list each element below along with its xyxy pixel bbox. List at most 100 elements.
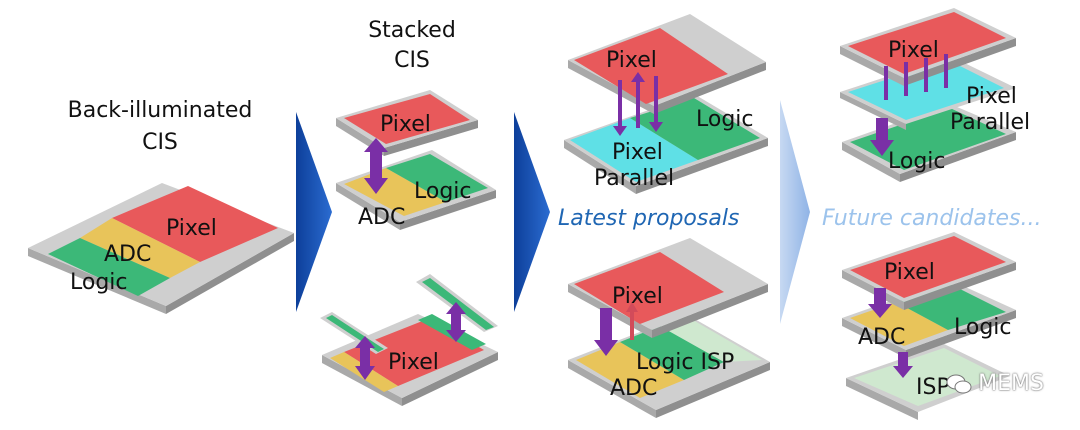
pixel-layer-side [904, 38, 1016, 86]
chevron-arrow-icon [514, 112, 550, 312]
title-stacked-line1: Stacked [368, 18, 456, 43]
label-logic: Logic [888, 149, 946, 174]
connection-arrow-icon [654, 76, 658, 126]
title-stacked-line2: CIS [394, 48, 430, 73]
substrate-side [564, 140, 636, 194]
pixel-region [848, 12, 1006, 74]
substrate-side [568, 360, 656, 418]
pixel-layer-side [904, 262, 1016, 310]
connection-arrow-icon [355, 336, 375, 348]
latest-top-chip [564, 14, 768, 194]
title-back-illuminated-line2: CIS [142, 130, 178, 155]
connection-arrow-icon [618, 80, 622, 130]
label-pixel: Pixel [606, 48, 657, 73]
substrate-side [402, 352, 498, 406]
logic-layer-side [842, 318, 906, 358]
parallel-region [570, 118, 698, 182]
stacked-top-chip [336, 90, 496, 230]
connection-arrow-icon [904, 62, 908, 96]
pixel-region [574, 28, 728, 104]
logic-layer-side [906, 310, 1016, 358]
watermark-text: MEMS [978, 371, 1044, 396]
isp-region [854, 348, 1000, 406]
logic-region [48, 238, 170, 296]
label-adc: ADC [610, 376, 658, 401]
title-back-illuminated-line1: Back-illuminated [67, 98, 253, 123]
connection-arrow-icon [884, 66, 888, 100]
connection-arrow-icon [360, 346, 370, 368]
label-pixel-parallel-line1: Pixel [612, 140, 663, 165]
adc-region [576, 342, 684, 398]
connection-arrow-icon [364, 178, 388, 194]
pixel-region [344, 94, 470, 144]
substrate-side [900, 132, 1016, 182]
connection-arrow-icon [446, 302, 466, 314]
label-pixel: Pixel [612, 284, 663, 309]
adc-region [80, 218, 200, 278]
label-pixel-parallel-line1: Pixel [966, 84, 1017, 109]
label-logic: Logic [954, 315, 1012, 340]
logic-region [620, 326, 724, 380]
connection-arrow-icon [446, 330, 466, 342]
parallel-layer-side [840, 92, 906, 130]
pixel-region [574, 252, 724, 324]
back-illuminated-chip [28, 183, 294, 314]
label-pixel: Pixel [388, 350, 439, 375]
substrate-side [28, 248, 166, 314]
connection-arrow-icon [451, 312, 461, 332]
pixel-region [850, 236, 1006, 298]
connection-arrow-icon [626, 302, 638, 312]
caption-latest-proposals: Latest proposals [558, 206, 740, 231]
label-pixel: Pixel [888, 38, 939, 63]
future-top-chip [840, 8, 1016, 182]
connection-arrow-icon [630, 310, 634, 340]
pixel-layer-side [652, 284, 768, 338]
substrate-side [656, 362, 770, 418]
connection-arrow-icon [649, 122, 663, 132]
label-pixel: Pixel [380, 112, 431, 137]
pixel-layer-side [568, 60, 654, 114]
isp-region [660, 316, 762, 362]
chevron-arrow-icon [296, 112, 332, 312]
substrate-side [842, 142, 900, 182]
label-pixel: Pixel [166, 216, 217, 241]
substrate-side [400, 190, 496, 230]
chat-bubble-icon [946, 374, 972, 393]
label-logic: Logic [70, 270, 128, 295]
label-adc: ADC [104, 242, 152, 267]
substrate-side [636, 138, 768, 194]
connection-arrow-icon [613, 126, 627, 136]
caption-future-candidates: Future candidates... [822, 206, 1042, 231]
logic-region [386, 154, 488, 202]
connection-arrow-icon [868, 304, 892, 318]
connection-arrow-icon [893, 366, 913, 378]
label-isp: ISP [916, 375, 950, 400]
stacked-bottom-chip [320, 274, 498, 406]
label-logic: Logic [696, 107, 754, 132]
label-adc: ADC [858, 325, 906, 350]
pixel-layer-side [654, 62, 766, 114]
logic-region [630, 98, 760, 160]
logic-region [850, 108, 1006, 170]
connection-arrow-icon [594, 340, 618, 356]
watermark: MEMS [946, 371, 1044, 396]
label-logic-isp: Logic ISP [636, 350, 735, 375]
substrate-side [336, 183, 400, 230]
pixel-layer-side [384, 120, 478, 156]
substrate-side [166, 233, 294, 314]
substrate-side [322, 355, 402, 406]
connection-arrow-icon [631, 72, 645, 82]
chevron-arrow-icon [780, 100, 810, 324]
pixel-region [112, 186, 278, 262]
adc-region [850, 302, 948, 346]
isp-layer-side [846, 378, 918, 420]
latest-bottom-chip [568, 238, 770, 418]
connection-arrow-icon [370, 150, 382, 180]
label-adc: ADC [358, 205, 406, 230]
connection-arrow-icon [898, 352, 908, 368]
label-logic: Logic [414, 179, 472, 204]
connection-arrow-icon [944, 54, 948, 88]
connection-arrow-icon [874, 288, 886, 308]
connection-arrow-icon [355, 366, 375, 380]
